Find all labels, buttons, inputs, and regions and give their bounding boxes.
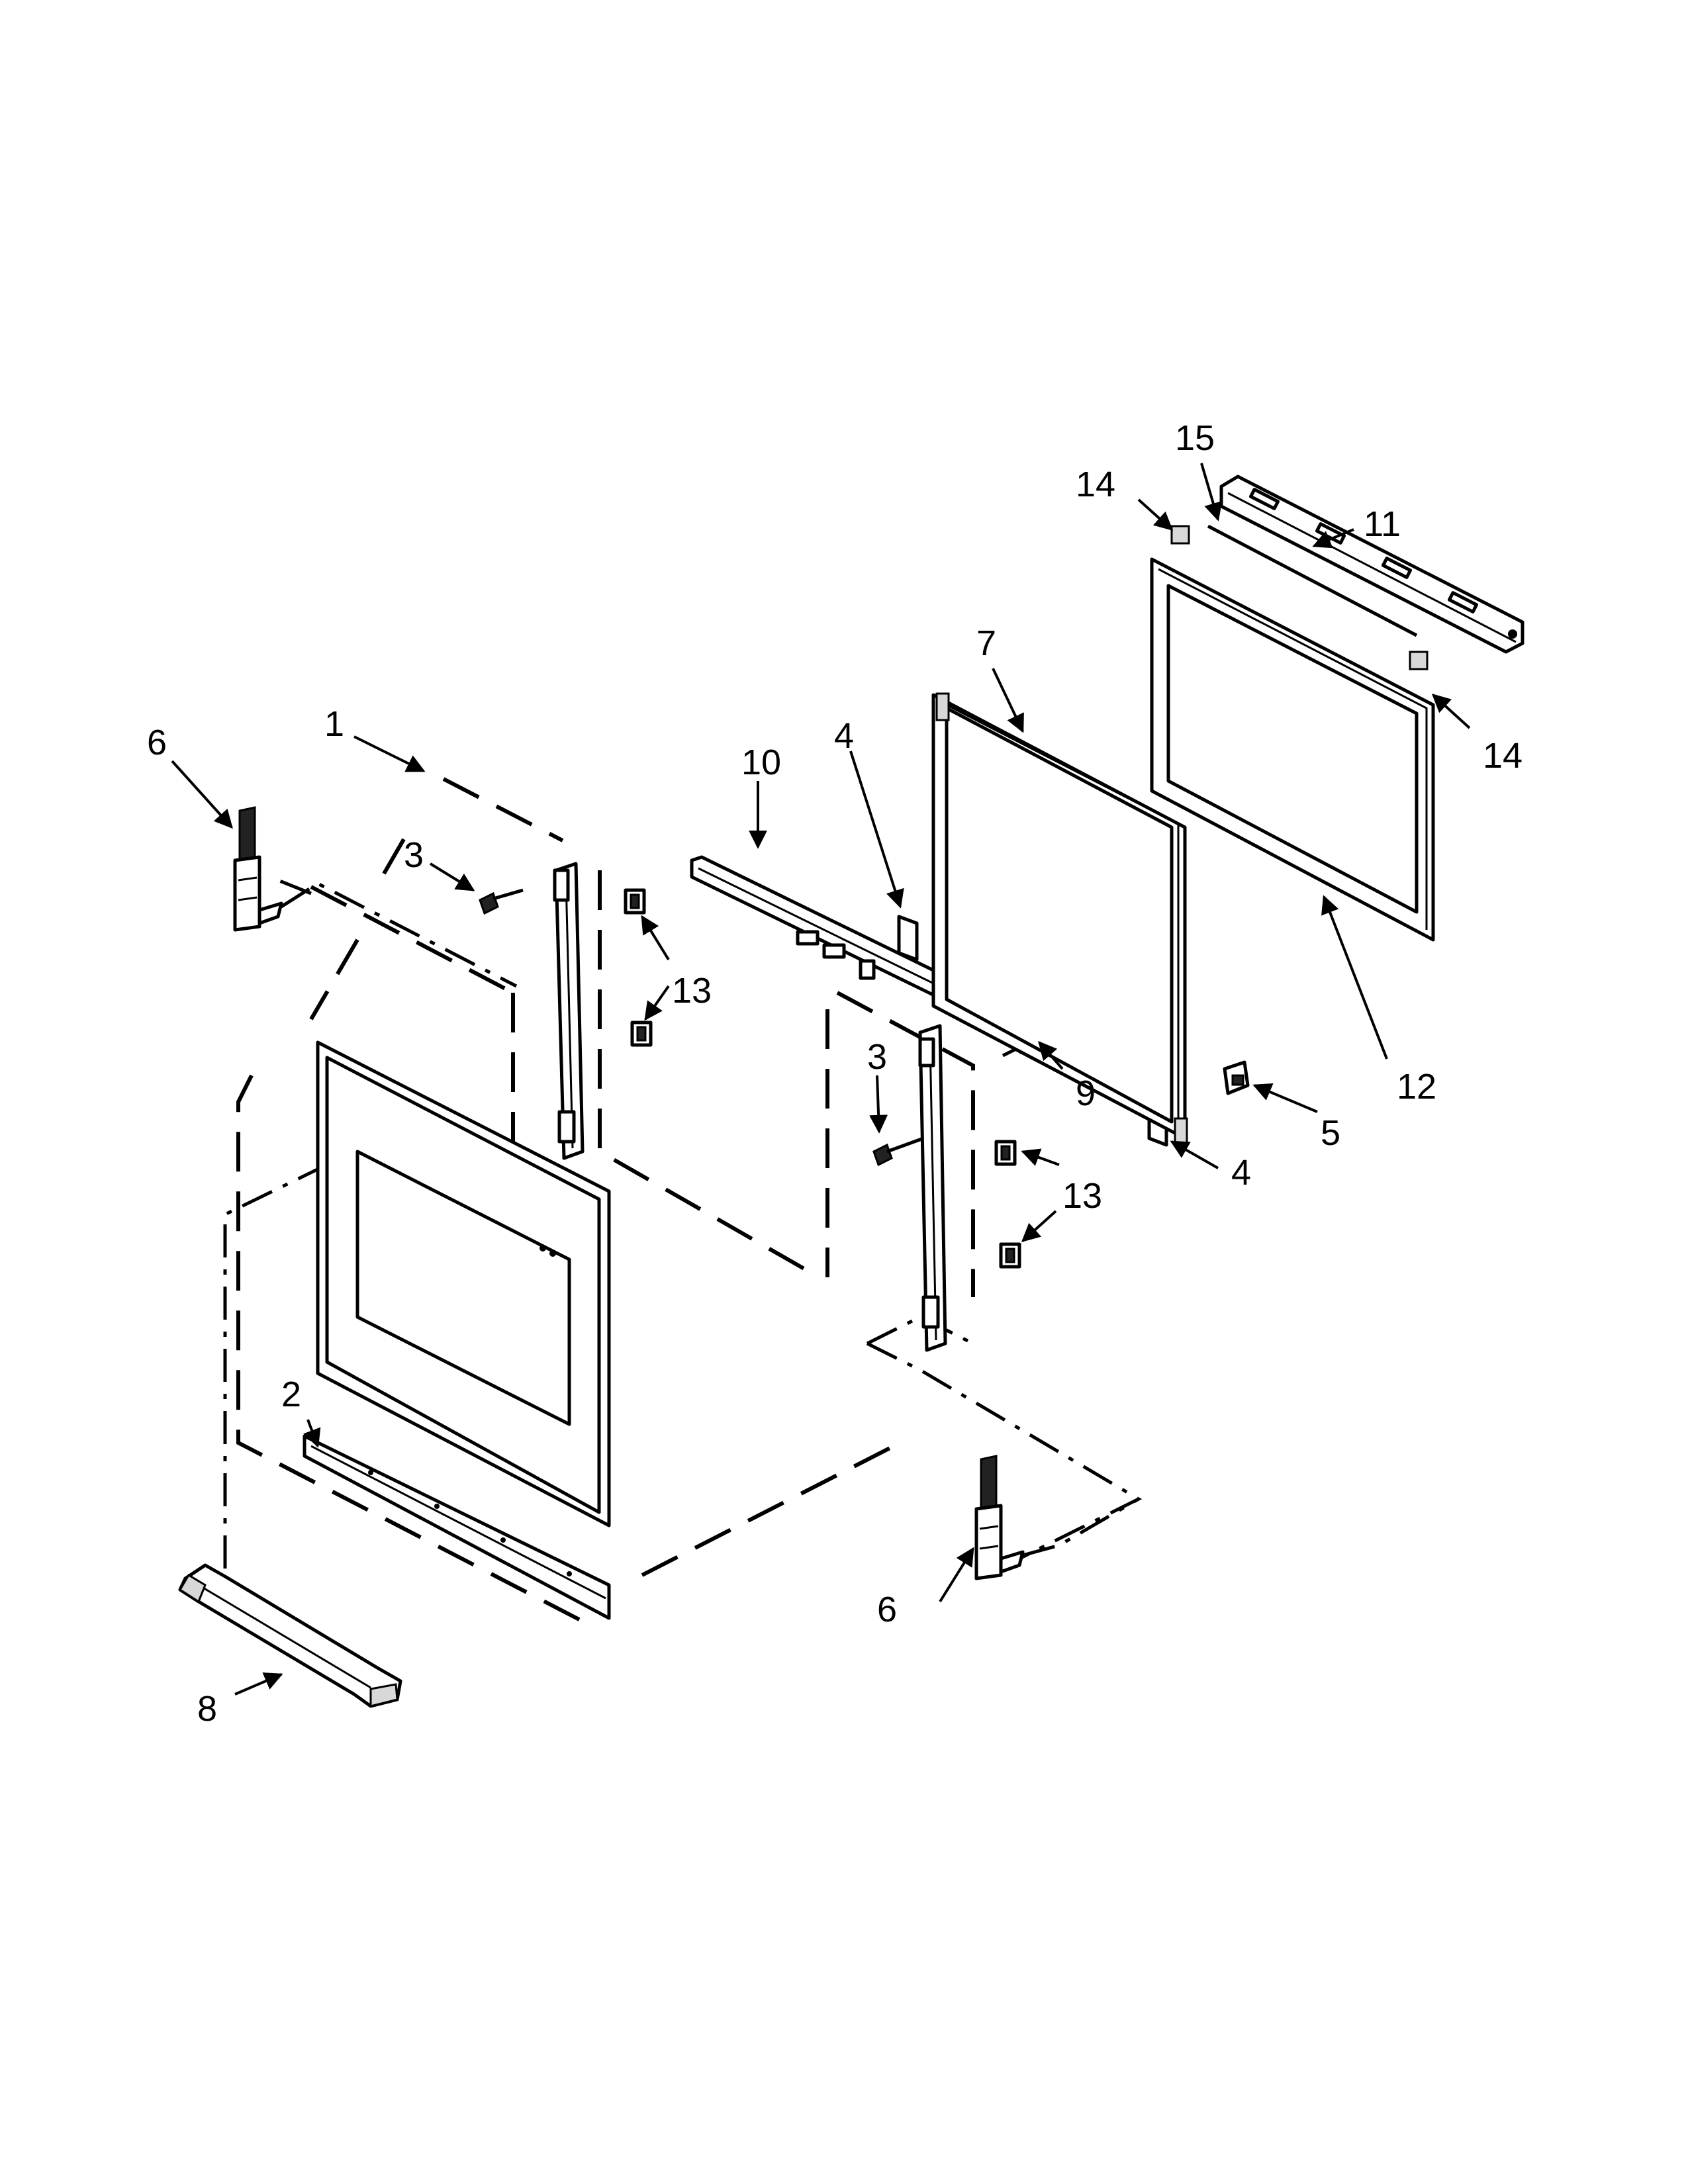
callout-15: 15 (1175, 418, 1215, 458)
side-bracket-right (918, 1024, 947, 1352)
callout-10: 10 (741, 743, 781, 782)
callout-13-left: 13 (672, 971, 712, 1011)
callout-labels: 1 2 3 3 4 4 5 6 6 7 8 9 10 11 12 13 13 1… (147, 418, 1523, 1729)
insulation-pad-upper (897, 915, 919, 962)
gasket-strip (1207, 524, 1418, 637)
callout-4-lower: 4 (1231, 1153, 1251, 1193)
callout-3-left: 3 (404, 835, 424, 875)
clip-lower-right (999, 1242, 1021, 1269)
clip-upper-left (624, 888, 646, 915)
hinge-left (233, 806, 518, 988)
callout-13-right: 13 (1062, 1176, 1102, 1216)
clip-upper-right (994, 1140, 1017, 1166)
inner-door-frame (931, 692, 1188, 1146)
callout-3-right: 3 (867, 1037, 887, 1077)
clip-lower-left (630, 1021, 653, 1047)
bottom-trim (303, 1434, 611, 1620)
callout-8: 8 (197, 1689, 217, 1729)
callout-11: 11 (1364, 504, 1401, 544)
callout-6-left: 6 (147, 723, 167, 762)
callout-4-upper: 4 (834, 716, 854, 756)
pad-lower (1409, 651, 1429, 670)
latch-block (1223, 1060, 1250, 1095)
callout-1: 1 (324, 704, 344, 744)
callout-2: 2 (281, 1375, 301, 1414)
callout-7: 7 (976, 623, 996, 663)
callout-5: 5 (1321, 1113, 1340, 1153)
assembly-outline-lines (223, 777, 1143, 1630)
callout-6-right: 6 (877, 1590, 897, 1629)
callout-9: 9 (1076, 1073, 1096, 1113)
pad-upper (1170, 525, 1190, 545)
callout-14-lower: 14 (1483, 736, 1523, 776)
leader-lines (171, 463, 1471, 1696)
screw-left (479, 888, 524, 915)
callout-14-upper: 14 (1076, 465, 1115, 504)
outer-door-panel (316, 1040, 611, 1527)
side-bracket-left (553, 862, 585, 1160)
inner-glass-panel (1150, 557, 1435, 942)
hinge-right (974, 1455, 1140, 1580)
door-handle (178, 1563, 402, 1708)
callout-12: 12 (1397, 1067, 1436, 1107)
screw-right (872, 1136, 924, 1167)
